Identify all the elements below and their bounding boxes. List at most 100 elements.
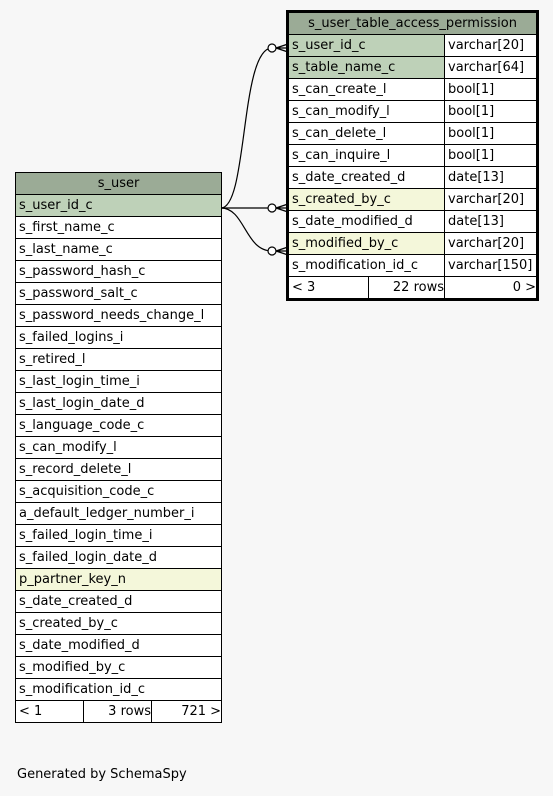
column-name[interactable]: s_last_name_c	[14, 238, 223, 261]
table-row: p_partner_key_n	[14, 568, 223, 591]
column-name[interactable]: s_user_id_c	[288, 34, 445, 57]
table-title[interactable]: s_user	[14, 172, 223, 195]
parents-count[interactable]: < 1	[15, 700, 84, 723]
children-count[interactable]: 0 >	[444, 277, 536, 298]
column-name[interactable]: s_password_hash_c	[14, 260, 223, 283]
table-row: s_retired_l	[14, 348, 223, 371]
column-name[interactable]: s_date_modified_d	[288, 210, 445, 233]
table-row: s_acquisition_code_c	[14, 480, 223, 503]
table-row: s_record_delete_l	[14, 458, 223, 481]
relationship-line-modified-by	[220, 207, 273, 252]
children-count[interactable]: 721 >	[150, 700, 223, 723]
table-row: s_last_login_time_i	[14, 370, 223, 393]
column-name[interactable]: s_last_login_date_d	[14, 392, 223, 415]
permission-table[interactable]: s_user_table_access_permission s_user_id…	[285, 10, 540, 301]
crows-foot-icon	[275, 203, 289, 213]
column-name[interactable]: s_modified_by_c	[288, 232, 445, 255]
column-name[interactable]: s_modification_id_c	[288, 254, 445, 277]
column-name[interactable]: s_user_id_c	[14, 194, 223, 217]
relationship-line-user-id	[220, 47, 273, 209]
column-name[interactable]: s_can_create_l	[288, 78, 445, 101]
column-name[interactable]: s_can_delete_l	[288, 122, 445, 145]
column-name[interactable]: a_default_ledger_number_i	[14, 502, 223, 525]
table-row: s_password_hash_c	[14, 260, 223, 283]
parents-count[interactable]: < 3	[289, 277, 369, 298]
table-row: s_modification_id_c	[14, 678, 223, 701]
column-name[interactable]: s_created_by_c	[14, 612, 223, 635]
column-name[interactable]: s_can_inquire_l	[288, 144, 445, 167]
table-row: s_failed_login_date_d	[14, 546, 223, 569]
column-name[interactable]: s_modification_id_c	[14, 678, 223, 701]
column-name[interactable]: s_password_salt_c	[14, 282, 223, 305]
column-name[interactable]: s_modified_by_c	[14, 656, 223, 679]
column-type: date[13]	[443, 210, 538, 233]
column-name[interactable]: s_failed_login_time_i	[14, 524, 223, 547]
column-type: date[13]	[443, 166, 538, 189]
table-row: s_can_modify_l	[14, 436, 223, 459]
table-row: s_password_salt_c	[14, 282, 223, 305]
generated-by-text: Generated by SchemaSpy	[17, 767, 187, 782]
column-name[interactable]: s_date_created_d	[288, 166, 445, 189]
crows-foot-icon	[275, 246, 289, 256]
table-row: s_last_name_c	[14, 238, 223, 261]
table-row: s_failed_logins_i	[14, 326, 223, 349]
column-type: bool[1]	[443, 100, 538, 123]
column-name[interactable]: s_failed_login_date_d	[14, 546, 223, 569]
column-name[interactable]: s_can_modify_l	[288, 100, 445, 123]
table-row: s_date_created_d	[14, 590, 223, 613]
optional-marker-icon	[267, 246, 277, 256]
column-name[interactable]: s_can_modify_l	[14, 436, 223, 459]
table-row: s_user_id_c	[14, 194, 223, 217]
column-type: bool[1]	[443, 144, 538, 167]
column-type: bool[1]	[443, 78, 538, 101]
column-name[interactable]: s_acquisition_code_c	[14, 480, 223, 503]
table-row: s_modified_by_c	[14, 656, 223, 679]
column-name[interactable]: s_failed_logins_i	[14, 326, 223, 349]
column-type: varchar[20]	[443, 34, 538, 57]
column-type: varchar[20]	[443, 232, 538, 255]
column-type: varchar[150]	[443, 254, 538, 277]
crows-foot-icon	[275, 43, 289, 53]
optional-marker-icon	[267, 203, 277, 213]
column-type: varchar[20]	[443, 188, 538, 211]
optional-marker-icon	[267, 43, 277, 53]
table-row: s_failed_login_time_i	[14, 524, 223, 547]
column-type: varchar[64]	[443, 56, 538, 79]
table-row: s_password_needs_change_l	[14, 304, 223, 327]
column-name[interactable]: s_retired_l	[14, 348, 223, 371]
column-name[interactable]: p_partner_key_n	[14, 568, 223, 591]
column-name[interactable]: s_last_login_time_i	[14, 370, 223, 393]
column-name[interactable]: s_record_delete_l	[14, 458, 223, 481]
column-type: bool[1]	[443, 122, 538, 145]
row-count: 22 rows	[368, 277, 445, 298]
column-name[interactable]: s_table_name_c	[288, 56, 445, 79]
table-row: a_default_ledger_number_i	[14, 502, 223, 525]
column-name[interactable]: s_password_needs_change_l	[14, 304, 223, 327]
table-row: s_created_by_c	[14, 612, 223, 635]
column-name[interactable]: s_created_by_c	[288, 188, 445, 211]
column-name[interactable]: s_date_modified_d	[14, 634, 223, 657]
column-name[interactable]: s_language_code_c	[14, 414, 223, 437]
column-name[interactable]: s_date_created_d	[14, 590, 223, 613]
table-row: s_first_name_c	[14, 216, 223, 239]
table-row: s_language_code_c	[14, 414, 223, 437]
table-title[interactable]: s_user_table_access_permission	[287, 12, 538, 35]
table-row: s_last_login_date_d	[14, 392, 223, 415]
column-name[interactable]: s_first_name_c	[14, 216, 223, 239]
